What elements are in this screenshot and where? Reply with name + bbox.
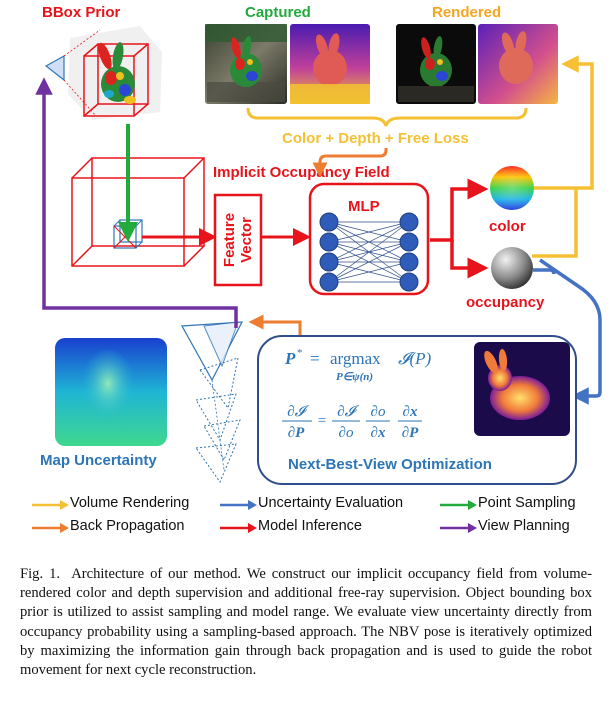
legend-arrow-head <box>468 523 477 533</box>
eq-sup: * <box>297 347 303 359</box>
captured-label: Captured <box>245 4 311 21</box>
legend-view-planning: View Planning <box>478 518 570 534</box>
view-planning-arrow <box>35 77 238 328</box>
mlp-label: MLP <box>348 198 380 215</box>
rendered-rgb-image <box>396 24 476 104</box>
eq-equals: = <box>310 349 320 368</box>
eq-sub: P∈ψ(n) <box>336 371 373 383</box>
mlp-edge <box>328 221 410 263</box>
nbv-occupancy-render <box>474 342 570 436</box>
rendered-label: Rendered <box>432 4 501 21</box>
legend-back-propagation: Back Propagation <box>70 518 185 534</box>
mlp-neuron <box>399 252 419 272</box>
back-prop-arrow-loss <box>312 148 388 178</box>
map-uncertainty-image <box>55 338 167 446</box>
mlp-neuron <box>399 212 419 232</box>
captured-depth-image <box>290 24 370 104</box>
inference-arrow-mlp-occupancy <box>450 240 489 279</box>
legend-arrows <box>32 500 477 533</box>
legend-point-sampling: Point Sampling <box>478 495 576 511</box>
mlp-neuron <box>319 252 339 272</box>
occupancy-label: occupancy <box>466 294 545 311</box>
implicit-occupancy-field-label: Implicit Occupancy Field <box>213 164 390 181</box>
camera-frustum-icon <box>44 29 101 117</box>
candidate-camera-frustums <box>181 321 244 484</box>
mlp-box <box>308 182 430 296</box>
feature-vector-label-line1: Feature <box>221 213 238 267</box>
eq-f1-num: ∂𝓘 <box>337 404 359 420</box>
mlp-neuron <box>319 272 339 292</box>
loss-label: Color + Depth + Free Loss <box>282 130 469 147</box>
legend-uncertainty-evaluation: Uncertainty Evaluation <box>258 495 404 511</box>
mlp-edge <box>328 241 410 283</box>
loss-bracket <box>246 107 528 127</box>
eq-grad-num: ∂𝓘 <box>287 404 309 420</box>
eq-grad-equals: = <box>318 413 326 429</box>
figure-caption: Fig. 1. Architecture of our method. We c… <box>20 565 592 680</box>
inference-arrow-mlp-color <box>430 178 489 242</box>
legend-arrow-head <box>468 500 477 510</box>
volume-rendering-arrow <box>534 55 594 190</box>
occupancy-output-sphere <box>491 247 533 289</box>
legend-arrow-head <box>248 523 257 533</box>
feature-vector-box <box>213 193 263 287</box>
mlp-edge <box>328 221 410 283</box>
nbv-equation-gradient: ∂𝓘 ∂P = ∂𝓘 ∂o ∂o ∂x ∂x ∂P <box>282 404 422 441</box>
eq-f1-den: ∂o <box>339 425 354 441</box>
voxel-grid-cube <box>71 157 205 267</box>
caption-text: Architecture of our method. We construct… <box>20 566 592 679</box>
uncertainty-eval-arrow <box>533 258 602 396</box>
eq-p-star: P <box>284 349 296 368</box>
color-sphere-sheen <box>490 166 534 210</box>
volume-rendering-arrow-occ <box>532 188 578 258</box>
feature-vector-label-line2: Vector <box>238 217 255 263</box>
mlp-neuron <box>319 232 339 252</box>
bbox-prior-label: BBox Prior <box>42 4 121 21</box>
caption-figure-number: Fig. 1. <box>20 566 61 582</box>
captured-rgb-image <box>205 24 287 104</box>
mlp-neuron <box>399 232 419 252</box>
eq-f3-num: ∂x <box>403 404 418 420</box>
mlp-edge <box>328 221 410 243</box>
legend-volume-rendering: Volume Rendering <box>70 495 190 511</box>
legend-arrow-head <box>60 500 69 510</box>
mlp-edge <box>328 261 410 283</box>
eq-grad-den: ∂P <box>288 425 305 441</box>
mlp-neuron <box>399 272 419 292</box>
eq-info: 𝓘(P) <box>398 349 432 368</box>
mlp-neuron <box>319 212 339 232</box>
back-prop-arrow-nbv <box>248 314 302 338</box>
mlp-network-graphic <box>319 212 419 292</box>
eq-argmax: argmax <box>330 349 381 368</box>
nbv-equation-argmax: P * = argmax P∈ψ(n) 𝓘(P) <box>284 347 432 383</box>
bbox-prior-image <box>68 26 162 120</box>
eq-f2-den: ∂x <box>371 425 386 441</box>
map-uncertainty-label: Map Uncertainty <box>40 452 157 469</box>
legend-arrow-head <box>60 523 69 533</box>
legend-model-inference: Model Inference <box>258 518 362 534</box>
legend-arrow-head <box>248 500 257 510</box>
eq-f3-den: ∂P <box>402 425 419 441</box>
color-label: color <box>489 218 526 235</box>
rendered-depth-image <box>478 24 558 104</box>
eq-f2-num: ∂o <box>371 404 386 420</box>
nbv-optimization-label: Next-Best-View Optimization <box>288 456 492 473</box>
